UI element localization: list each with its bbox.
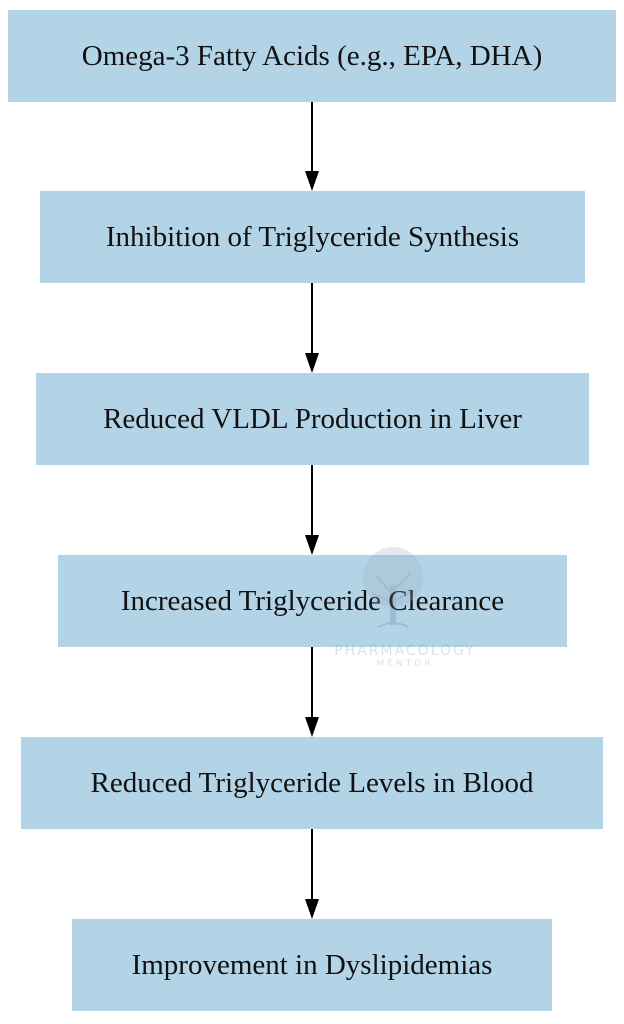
- arrow-5: [305, 829, 319, 919]
- node-improvement-in-dyslipidemias: Improvement in Dyslipidemias: [72, 919, 552, 1011]
- arrow-4: [305, 647, 319, 737]
- node-omega-3-fatty-acids: Omega-3 Fatty Acids (e.g., EPA, DHA): [8, 10, 616, 102]
- arrow-shaft: [311, 102, 313, 172]
- node-reduced-triglyceride-levels: Reduced Triglyceride Levels in Blood: [21, 737, 603, 829]
- node-reduced-vldl-production: Reduced VLDL Production in Liver: [36, 373, 589, 465]
- arrow-head-icon: [305, 535, 319, 555]
- arrow-3: [305, 465, 319, 555]
- arrow-head-icon: [305, 171, 319, 191]
- arrow-head-icon: [305, 353, 319, 373]
- arrow-shaft: [311, 465, 313, 536]
- arrow-2: [305, 283, 319, 373]
- node-inhibition-of-triglyceride-synthesis: Inhibition of Triglyceride Synthesis: [40, 191, 585, 283]
- arrow-shaft: [311, 647, 313, 718]
- arrow-head-icon: [305, 899, 319, 919]
- watermark-subtitle: MENTOR: [376, 659, 434, 669]
- node-increased-triglyceride-clearance: Increased Triglyceride Clearance: [58, 555, 567, 647]
- arrow-shaft: [311, 283, 313, 354]
- arrow-head-icon: [305, 717, 319, 737]
- arrow-1: [305, 102, 319, 191]
- arrow-shaft: [311, 829, 313, 900]
